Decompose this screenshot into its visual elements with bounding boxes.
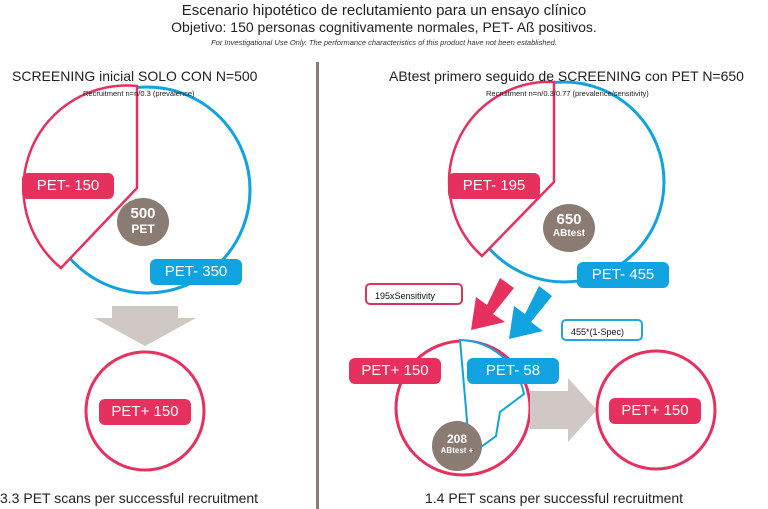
- left-section-note: Recruitment n=n/0.3 (prevalence): [83, 89, 195, 98]
- right-final-pet-pos-150-pill: PET+ 150: [609, 398, 701, 424]
- right-section-note: Recruitment n=n/0.3/0.77 (prevalence/sen…: [486, 89, 649, 98]
- spec-tag: 455*(1-Spec): [561, 319, 643, 341]
- page-subtitle: Objetivo: 150 personas cognitivamente no…: [171, 19, 597, 35]
- disclaimer: For Investigational Use Only. The perfor…: [211, 38, 557, 47]
- right-badge-label: ABtest: [552, 228, 586, 239]
- page-title: Escenario hipotético de reclutamiento pa…: [181, 2, 587, 19]
- right-pet-pos-circle: [595, 349, 717, 471]
- right-arrow: [530, 378, 597, 442]
- section-divider: [316, 62, 319, 509]
- right-section-title: ABtest primero seguido de SCREENING con …: [389, 68, 744, 84]
- left-footer: 3.3 PET scans per successful recruitment: [0, 490, 259, 506]
- right-footer: 1.4 PET scans per successful recruitment: [425, 490, 684, 506]
- left-badge-number: 500: [130, 205, 156, 222]
- small-badge-number: 208: [446, 432, 468, 446]
- right-badge-650-abtest: 650 ABtest: [543, 204, 595, 252]
- right-badge-208-abtest-pos: 208 ABtest +: [432, 421, 482, 471]
- right-pet-neg-58-pill: PET- 58: [467, 358, 559, 384]
- left-pet-neg-150-pill: PET- 150: [22, 173, 114, 199]
- left-badge-label: PET: [131, 222, 155, 236]
- right-pet-neg-195-pill: PET- 195: [448, 173, 540, 199]
- left-pet-pos-circle: [84, 350, 206, 472]
- left-pet-neg-350-pill: PET- 350: [150, 259, 242, 285]
- sensitivity-arrow: [471, 278, 514, 330]
- left-badge-500-pet: 500 PET: [117, 198, 169, 246]
- right-pet-neg-slice: [447, 80, 556, 258]
- left-down-arrow: [94, 306, 196, 346]
- right-pet-pos-150-pill: PET+ 150: [349, 358, 441, 384]
- left-pet-pos-150-pill: PET+ 150: [99, 399, 191, 425]
- right-badge-number: 650: [556, 211, 582, 228]
- small-badge-label: ABtest +: [440, 446, 474, 455]
- sensitivity-tag: 195xSensitivity: [365, 283, 463, 305]
- right-pet-neg-455-pill: PET- 455: [577, 262, 669, 288]
- left-section-title: SCREENING inicial SOLO CON N=500: [12, 68, 258, 84]
- spec-arrow: [509, 286, 552, 339]
